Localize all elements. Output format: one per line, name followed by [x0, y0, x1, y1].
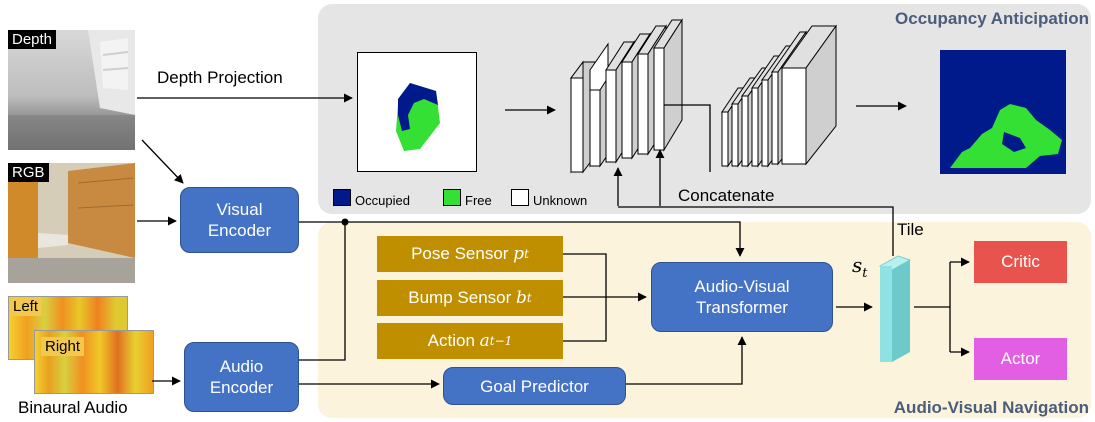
encoder-layers	[570, 18, 683, 174]
actor-box: Actor	[974, 338, 1067, 380]
occupancy-panel-title: Occupancy Anticipation	[895, 9, 1089, 28]
legend-free-swatch	[443, 189, 461, 206]
critic-label: Critic	[1001, 252, 1040, 271]
depth-projection-label: Depth Projection	[157, 68, 283, 87]
audio-encoder-label: Audio Encoder	[209, 357, 274, 397]
audio-encoder-box: Audio Encoder	[184, 342, 299, 412]
critic-box: Critic	[974, 241, 1067, 283]
depth-image-shading	[8, 30, 135, 150]
spectrogram-right: Right	[34, 330, 154, 394]
legend-unknown-label: Unknown	[533, 193, 588, 208]
anticipated-map-shape	[950, 104, 1062, 168]
right-tag: Right	[41, 337, 85, 356]
rgb-image-scene	[8, 163, 135, 283]
depth-tag: Depth	[8, 30, 57, 49]
partial-map-shape	[396, 83, 440, 151]
bump-sensor-label: Bump Sensor	[408, 288, 512, 307]
bump-symbol: b	[516, 288, 527, 308]
pose-subscript: t	[524, 247, 529, 261]
state-subscript: t	[862, 266, 868, 281]
transformer-box: Audio-Visual Transformer	[651, 262, 833, 332]
left-tag: Left	[9, 297, 43, 316]
pose-symbol: p	[513, 244, 525, 264]
goal-predictor-box: Goal Predictor	[443, 367, 626, 405]
tile-label: Tile	[897, 220, 924, 239]
binaural-audio-label: Binaural Audio	[18, 398, 128, 417]
state-symbol: s	[852, 253, 863, 277]
concatenate-label: Concatenate	[678, 186, 775, 205]
actor-label: Actor	[1000, 349, 1041, 368]
pose-sensor-label: Pose Sensor	[411, 244, 509, 263]
action-subscript: t−1	[489, 334, 513, 348]
state-label: st	[852, 253, 868, 281]
visual-encoder-box: Visual Encoder	[180, 187, 299, 253]
legend-free-label: Free	[465, 193, 492, 208]
decoder-layers	[721, 24, 837, 168]
legend-occupied-swatch	[333, 189, 351, 206]
partial-occupancy-map	[357, 52, 477, 172]
action-symbol: a	[479, 331, 490, 351]
rgb-tag: RGB	[8, 163, 49, 182]
legend-occupied-label: Occupied	[355, 193, 410, 208]
goal-predictor-label: Goal Predictor	[480, 376, 589, 396]
navigation-panel-title: Audio-Visual Navigation	[893, 398, 1089, 417]
bump-subscript: t	[526, 291, 532, 305]
depth-image: Depth	[8, 30, 135, 150]
visual-encoder-label: Visual Encoder	[207, 200, 272, 240]
legend-unknown-swatch	[511, 189, 529, 206]
transformer-label: Audio-Visual Transformer	[694, 277, 790, 317]
state-vector	[878, 255, 912, 362]
rgb-image: RGB	[8, 163, 135, 283]
junction-dot	[341, 218, 349, 226]
anticipated-occupancy-map	[940, 50, 1066, 174]
action-label: Action	[427, 331, 475, 350]
